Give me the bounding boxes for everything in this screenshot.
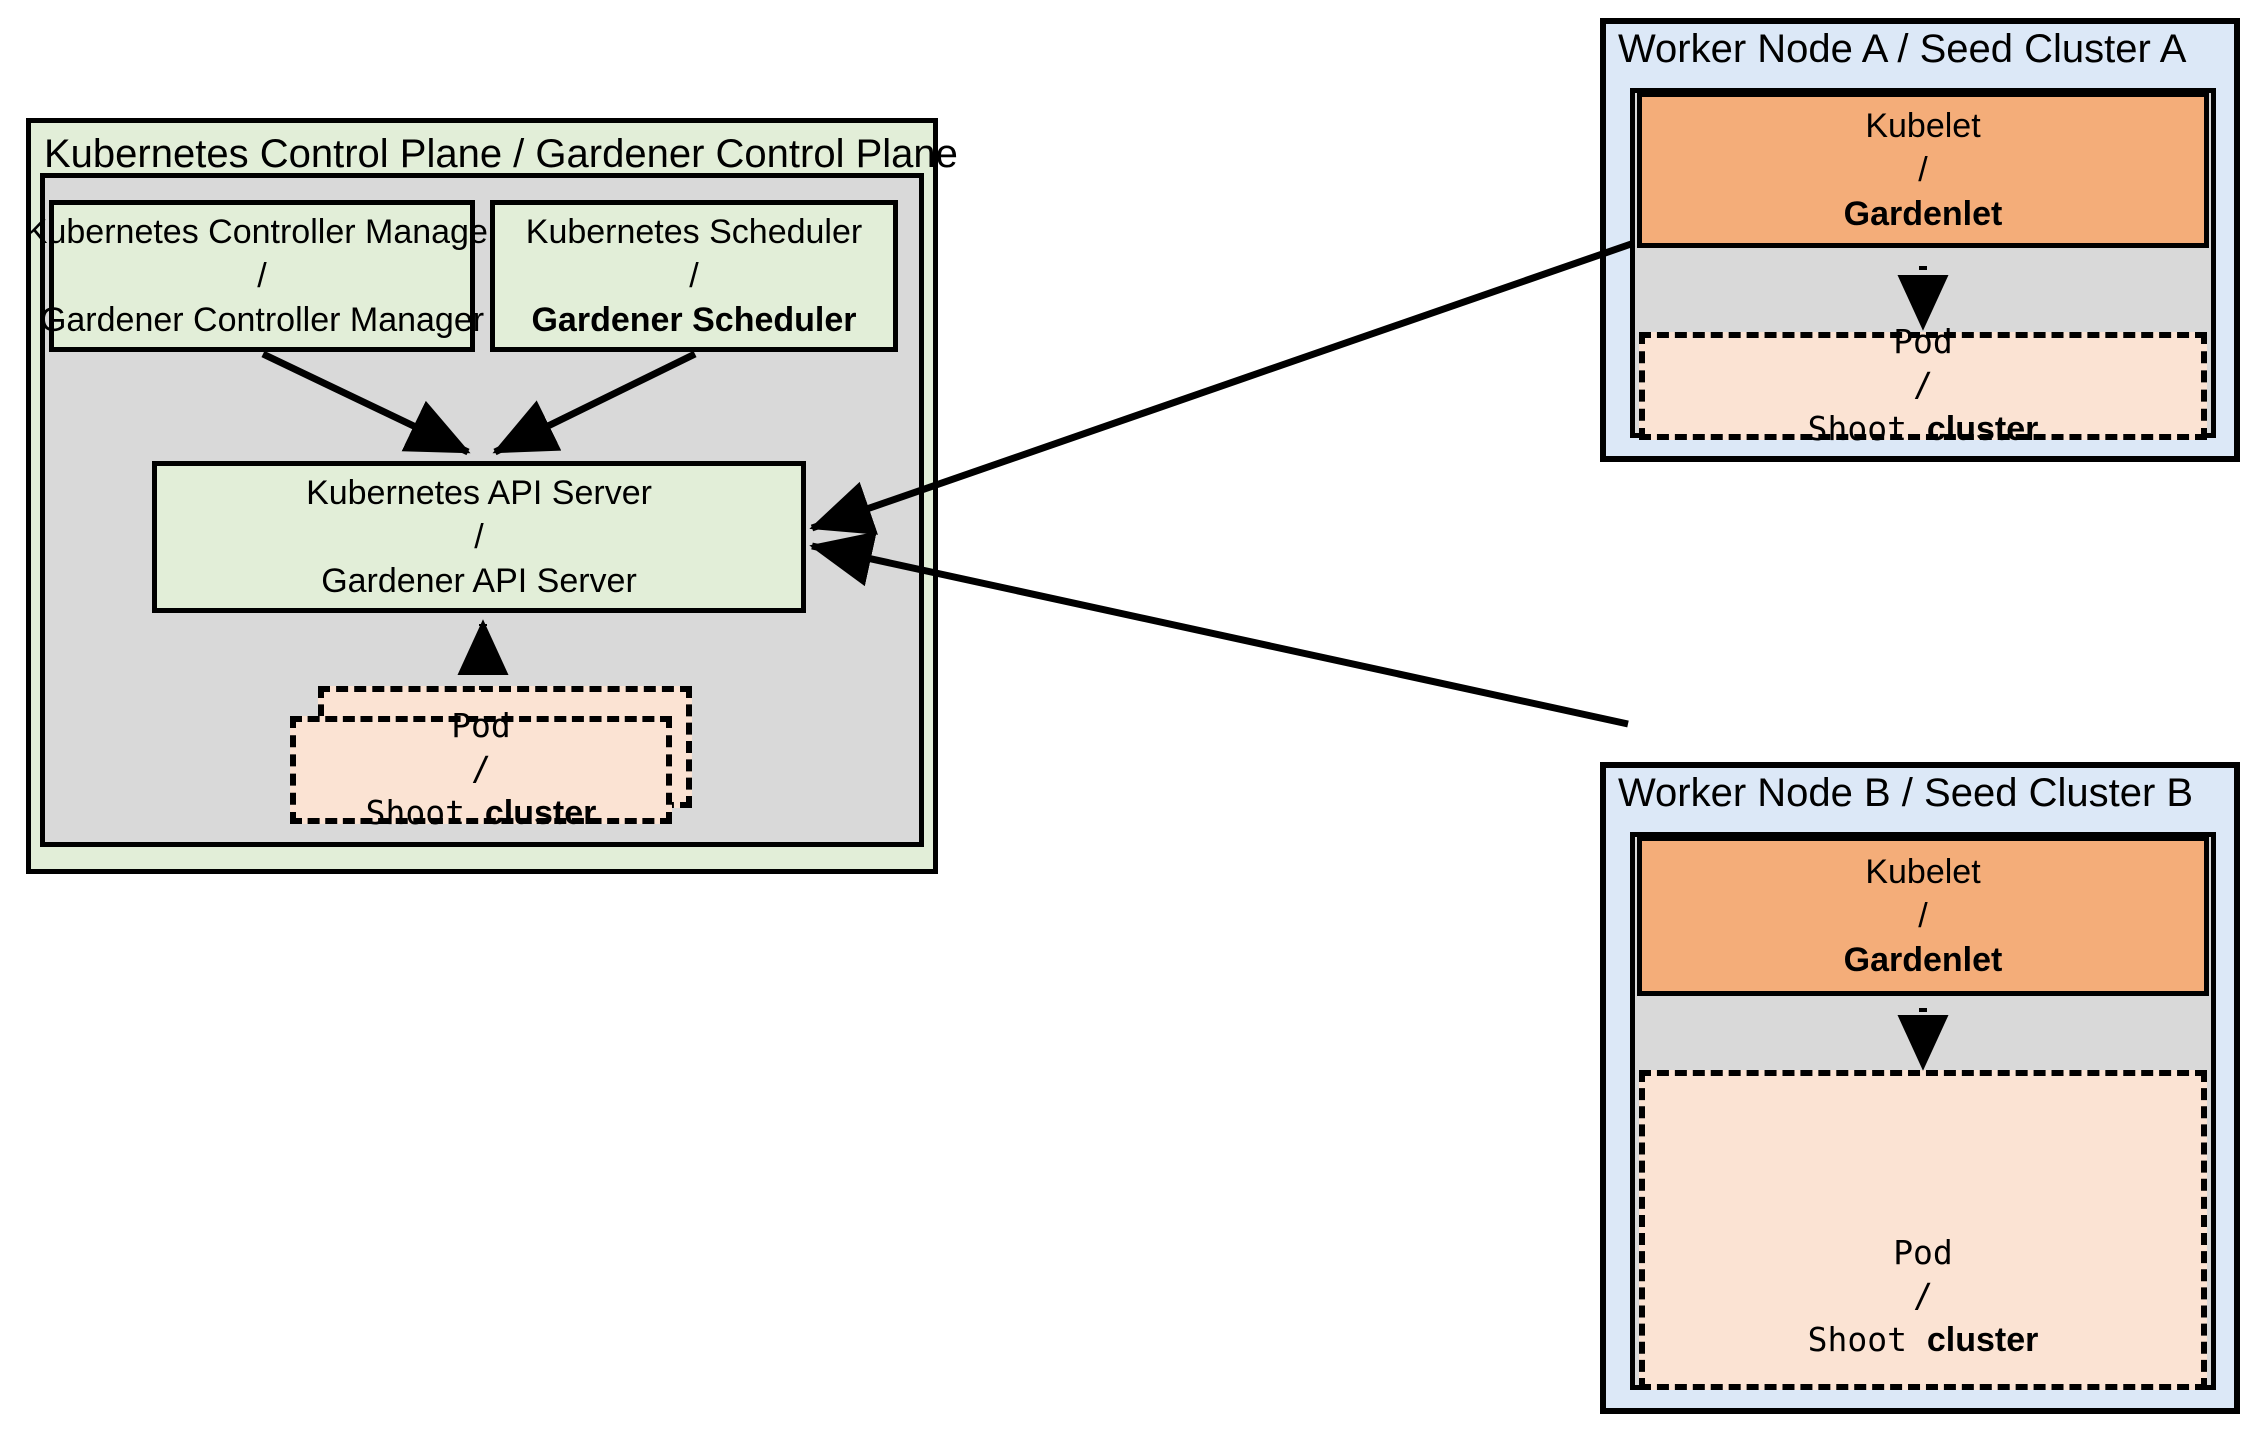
seed-a-pod-cluster-text: cluster [1926,409,2039,448]
control-plane-pod-separator: / [471,748,491,788]
seed-b-kubelet-gardenlet-box[interactable]: Kubelet / Gardenlet [1637,836,2209,996]
api-server-line-2: Gardener API Server [321,562,637,601]
api-server-separator: / [474,517,484,556]
seed-a-pod-shoot-text: Shoot [1807,408,1927,448]
seed-a-kubelet-gardenlet-box[interactable]: Kubelet / Gardenlet [1637,92,2209,248]
control-plane-pod-shoot-text: Shoot [365,792,485,832]
seed-b-pod-shoot-text: Shoot [1807,1319,1927,1359]
seed-cluster-b-title: Worker Node B / Seed Cluster B [1618,771,2194,815]
control-plane-pod-cluster-text: cluster [484,793,597,832]
seed-b-kubelet-line-1: Kubelet [1865,852,1981,891]
controller-manager-line-2: Gardener Controller Manager [39,301,485,340]
seed-b-pod-line-1: Pod [1893,1233,1953,1272]
seed-b-pod-separator: / [1913,1275,1933,1315]
scheduler-separator: / [689,256,699,295]
seed-b-pod-line-2: Shoot cluster [1808,1318,2039,1362]
kubernetes-api-server-box[interactable]: Kubernetes API Server / Gardener API Ser… [152,461,806,613]
kubernetes-scheduler-box[interactable]: Kubernetes Scheduler / Gardener Schedule… [490,200,898,352]
seed-a-pod-separator: / [1913,364,1933,404]
scheduler-line-2: Gardener Scheduler [531,301,857,340]
seed-cluster-a-title: Worker Node A / Seed Cluster A [1618,27,2187,71]
scheduler-line-1: Kubernetes Scheduler [525,212,863,251]
seed-b-pod-box[interactable]: Pod / Shoot cluster [1639,1070,2207,1390]
control-plane-title: Kubernetes Control Plane / Gardener Cont… [44,132,958,176]
seed-a-pod-line-1: Pod [1893,322,1953,362]
seed-a-gardenlet-line-2: Gardenlet [1843,195,2003,234]
control-plane-pod-box[interactable]: Pod / Shoot cluster [290,706,672,832]
seed-b-pod-cluster-text: cluster [1926,1320,2039,1359]
seed-b-kubelet-separator: / [1918,896,1928,935]
seed-a-kubelet-line-1: Kubelet [1865,106,1981,145]
control-plane-pod-line-2: Shoot cluster [366,791,597,835]
kubernetes-controller-manager-box[interactable]: Kubernetes Controller Manager / Gardener… [25,200,499,352]
control-plane-pod-line-1: Pod [451,706,511,746]
seed-b-gardenlet-line-2: Gardenlet [1843,941,2003,980]
api-server-line-1: Kubernetes API Server [306,473,652,512]
seed-a-pod-line-2: Shoot cluster [1808,407,2039,451]
seed-a-pod-box[interactable]: Pod / Shoot cluster [1639,322,2207,448]
controller-manager-separator: / [257,256,267,295]
seed-a-kubelet-separator: / [1918,150,1928,189]
controller-manager-line-1: Kubernetes Controller Manager [24,212,500,251]
